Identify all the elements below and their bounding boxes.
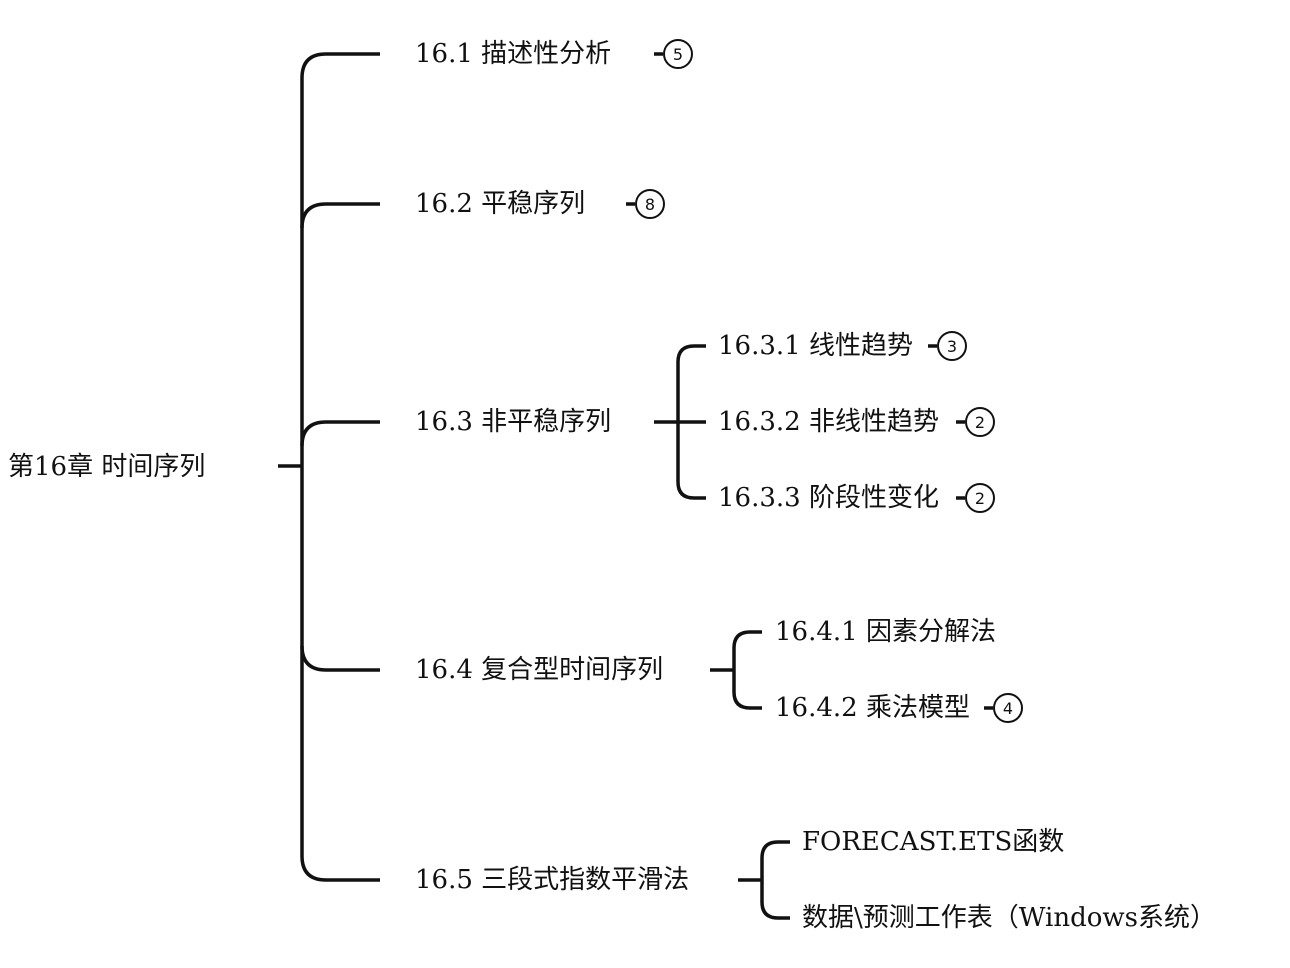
topic-16-3[interactable]: 16.3 非平稳序列 [415,407,612,437]
connector-16-4-bracket [732,630,762,710]
topic-16-4[interactable]: 16.4 复合型时间序列 [415,655,664,685]
connector-16-4 [300,645,380,672]
subtopic-16-3-3[interactable]: 16.3.3 阶段性变化 [718,483,939,513]
connector-trunk [300,52,380,882]
count-badge-16-1[interactable]: 5 [663,39,693,69]
count-badge-16-4-2[interactable]: 4 [993,693,1023,723]
connector-16-5-bracket [760,840,790,920]
subtopic-16-4-1[interactable]: 16.4.1 因素分解法 [775,617,996,647]
connector-16-3-bracket [676,344,706,500]
subtopic-16-3-2[interactable]: 16.3.2 非线性趋势 [718,407,939,437]
connector-16-3 [300,420,380,447]
count-badge-16-2[interactable]: 8 [635,189,665,219]
subtopic-16-3-1[interactable]: 16.3.1 线性趋势 [718,331,913,361]
root-node[interactable]: 第16章 时间序列 [8,452,206,482]
topic-16-2[interactable]: 16.2 平稳序列 [415,189,586,219]
count-badge-16-3-3[interactable]: 2 [965,483,995,513]
connector-16-2 [300,202,380,229]
subtopic-forecast-sheet[interactable]: 数据\预测工作表（Windows系统） [802,903,1216,933]
subtopic-forecast-ets[interactable]: FORECAST.ETS函数 [802,827,1065,857]
subtopic-16-4-2[interactable]: 16.4.2 乘法模型 [775,693,970,723]
topic-16-1[interactable]: 16.1 描述性分析 [415,39,612,69]
count-badge-16-3-2[interactable]: 2 [965,407,995,437]
count-badge-16-3-1[interactable]: 3 [937,331,967,361]
topic-16-5[interactable]: 16.5 三段式指数平滑法 [415,865,690,895]
